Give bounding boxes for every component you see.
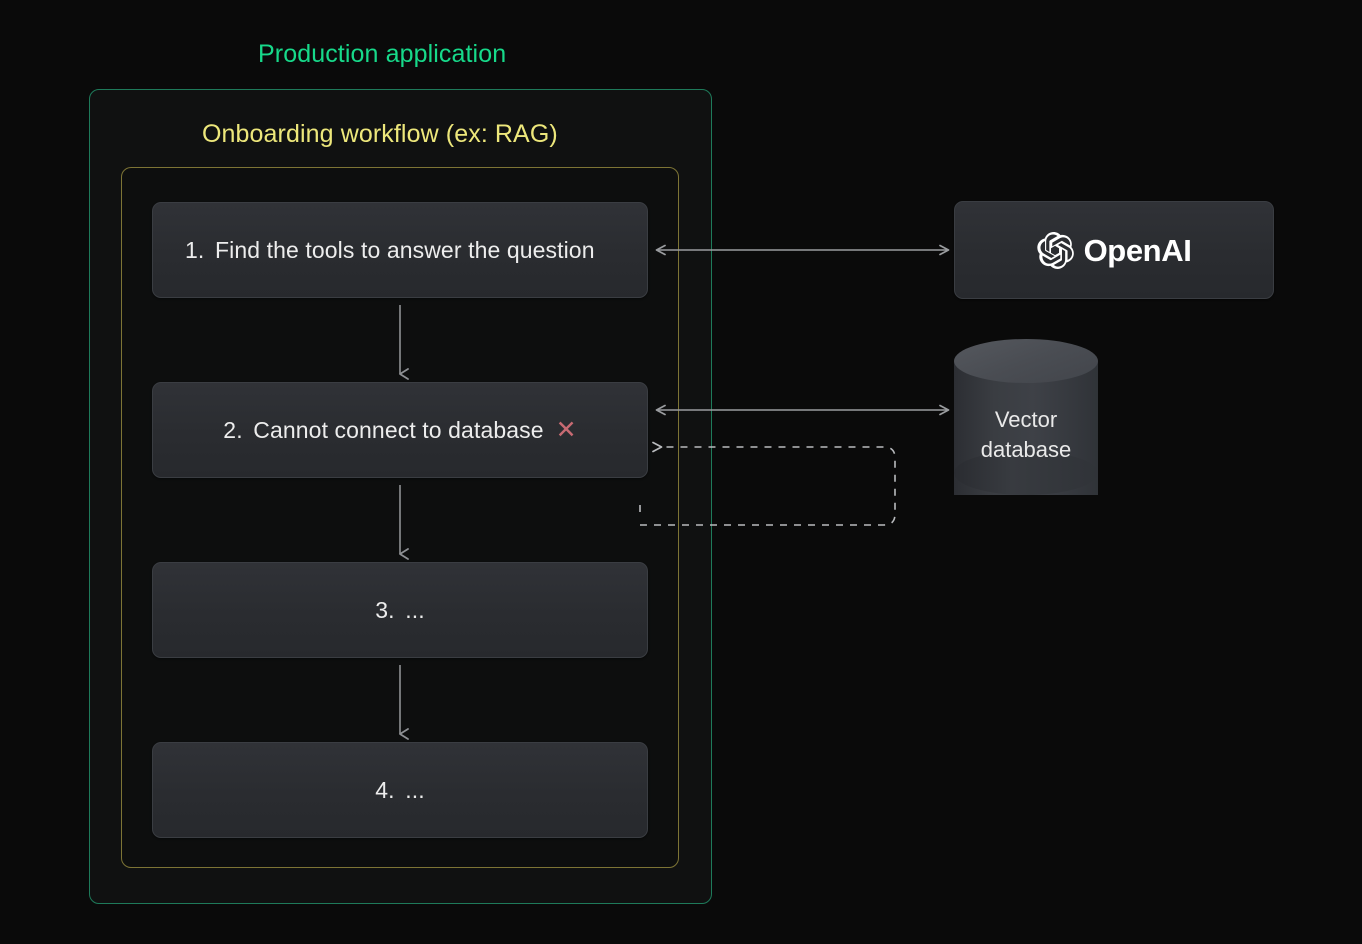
workflow-step-2[interactable]: 2. Cannot connect to database ✕ <box>152 382 648 478</box>
workflow-step-3[interactable]: 3. ... <box>152 562 648 658</box>
openai-blossom-icon <box>1036 231 1074 269</box>
database-cylinder-bottom <box>954 451 1098 495</box>
step-number: 1. <box>185 236 205 263</box>
step-number: 2. <box>223 416 243 443</box>
step-number: 3. <box>375 596 395 623</box>
step-label: Cannot connect to database <box>253 416 544 443</box>
step-label: ... <box>405 596 425 623</box>
step-number: 4. <box>375 776 395 803</box>
openai-wordmark: OpenAI <box>1083 232 1192 268</box>
vector-database-label-line1: Vector <box>994 407 1058 432</box>
onboarding-workflow-title: Onboarding workflow (ex: RAG) <box>202 120 558 148</box>
production-application-title: Production application <box>258 40 507 68</box>
error-x-icon: ✕ <box>555 415 577 444</box>
workflow-step-1[interactable]: 1. Find the tools to answer the question <box>152 202 648 298</box>
step-label: ... <box>405 776 425 803</box>
step-label: Find the tools to answer the question <box>215 236 595 263</box>
vector-database-node[interactable]: Vector database <box>954 339 1098 517</box>
workflow-step-4[interactable]: 4. ... <box>152 742 648 838</box>
vector-database-label: Vector database <box>954 405 1098 465</box>
vector-database-label-line2: database <box>980 437 1072 462</box>
database-cylinder-top <box>954 339 1098 383</box>
openai-service-card[interactable]: OpenAI <box>954 201 1274 299</box>
